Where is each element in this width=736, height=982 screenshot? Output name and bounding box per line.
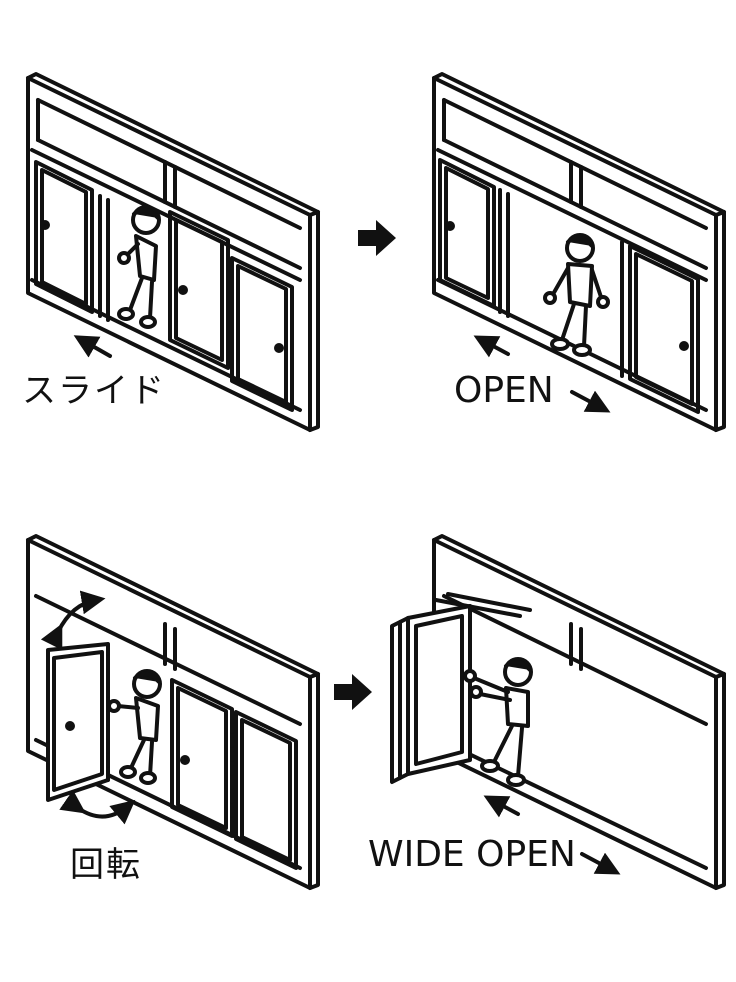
panel-wide-open — [390, 534, 726, 890]
person-walking — [543, 233, 610, 357]
label-wide-open: WIDE OPEN — [368, 834, 576, 875]
direction-arrow-icon — [473, 335, 510, 358]
person-walking — [117, 205, 161, 329]
right-arrow-icon — [334, 674, 372, 710]
direction-arrow-icon — [580, 852, 621, 875]
door-center — [98, 194, 230, 370]
door-center — [170, 678, 234, 838]
door-right — [230, 256, 294, 412]
door-rotated — [46, 642, 110, 802]
door-right — [620, 240, 700, 414]
direction-arrow-icon — [483, 795, 520, 818]
door-right — [234, 710, 298, 870]
panel-rotate — [26, 534, 320, 890]
direction-arrow-icon — [73, 335, 112, 358]
curved-double-arrow-icon — [59, 789, 136, 825]
door-left — [34, 160, 94, 314]
label-rotate: 回転 — [70, 845, 142, 885]
door-left — [438, 158, 510, 318]
curved-double-arrow-icon — [40, 590, 106, 651]
label-slide: スライド — [22, 371, 166, 411]
direction-arrow-icon — [570, 390, 611, 413]
right-arrow-icon — [358, 220, 396, 256]
label-open: OPEN — [454, 370, 554, 411]
panel-slide — [26, 72, 320, 432]
person-pushing — [463, 657, 533, 787]
person-walking — [107, 669, 162, 785]
stacked-doors — [390, 592, 532, 784]
panel-open — [432, 72, 726, 432]
